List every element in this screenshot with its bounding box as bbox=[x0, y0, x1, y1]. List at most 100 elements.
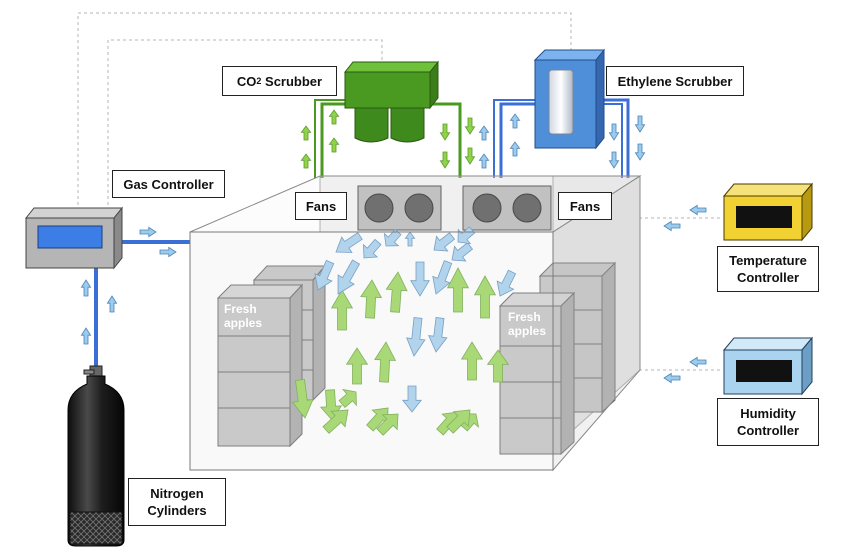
fan-icon bbox=[472, 193, 502, 223]
small-flow-arrow bbox=[80, 279, 92, 297]
co2-subscript: 2 bbox=[256, 75, 262, 86]
blue-airflow-arrow bbox=[496, 269, 517, 297]
green-airflow-arrow bbox=[486, 349, 510, 383]
gas-controller bbox=[24, 206, 124, 270]
blue-airflow-arrow bbox=[410, 261, 430, 297]
humidity-controller bbox=[722, 336, 814, 396]
green-airflow-arrow bbox=[366, 407, 389, 432]
small-flow-arrow bbox=[300, 125, 312, 141]
small-flow-arrow bbox=[509, 113, 521, 129]
nitrogen-cylinders-label: Nitrogen Cylinders bbox=[128, 478, 226, 526]
green-airflow-arrow bbox=[460, 341, 484, 381]
ethylene-scrubber bbox=[533, 48, 606, 150]
fans-left-label: Fans bbox=[295, 192, 347, 220]
small-flow-arrow bbox=[478, 125, 490, 141]
green-airflow-arrow bbox=[345, 347, 369, 385]
blue-airflow-arrow bbox=[457, 226, 476, 245]
fresh-right-line2: apples bbox=[508, 324, 547, 338]
green-airflow-arrow bbox=[374, 341, 397, 383]
small-flow-arrow bbox=[464, 117, 476, 135]
gas-controller-label: Gas Controller bbox=[112, 170, 225, 198]
nitrogen-line1: Nitrogen bbox=[150, 486, 204, 501]
blue-airflow-arrow bbox=[428, 317, 448, 353]
airflow-green-arrows bbox=[291, 267, 510, 436]
small-flow-arrow bbox=[439, 123, 451, 141]
small-flow-arrow bbox=[300, 153, 312, 169]
co2-scrubber bbox=[343, 60, 440, 143]
blue-airflow-arrow bbox=[383, 228, 402, 247]
fan-unit-right bbox=[462, 185, 552, 231]
fan-unit-left bbox=[357, 185, 442, 231]
co2-prefix: CO bbox=[236, 73, 257, 89]
small-flow-arrow bbox=[663, 372, 681, 384]
temperature-controller bbox=[722, 182, 814, 242]
temperature-controller-label: Temperature Controller bbox=[717, 246, 819, 292]
co2-suffix: Scrubber bbox=[261, 73, 323, 89]
eth-pipe-left bbox=[499, 102, 535, 178]
small-flow-arrow bbox=[328, 137, 340, 153]
small-flow-arrow bbox=[634, 115, 646, 133]
fan-icon bbox=[404, 193, 434, 223]
small-flow-arrow bbox=[439, 151, 451, 169]
small-flow-arrow bbox=[139, 226, 157, 238]
eth-pipe-left-b bbox=[493, 99, 535, 178]
small-flow-arrow bbox=[608, 123, 620, 141]
small-flow-arrow bbox=[464, 147, 476, 165]
small-flow-arrow bbox=[608, 151, 620, 169]
ethylene-scrubber-text: Ethylene Scrubber bbox=[617, 73, 733, 89]
small-flow-arrow bbox=[80, 327, 92, 345]
green-airflow-arrow bbox=[376, 413, 399, 436]
small-flow-arrow bbox=[663, 220, 681, 232]
eth-pipe-right-b bbox=[596, 103, 623, 178]
fresh-left-line1: Fresh bbox=[224, 302, 257, 316]
green-airflow-arrow bbox=[473, 275, 497, 319]
humidity-line1: Humidity bbox=[740, 406, 796, 421]
blue-airflow-arrow bbox=[335, 232, 363, 253]
wire-gas-to-co2 bbox=[107, 39, 383, 205]
fan-icon bbox=[364, 193, 394, 223]
gas-pipes bbox=[94, 98, 630, 372]
green-airflow-arrow bbox=[385, 271, 408, 313]
humidity-line2: Controller bbox=[736, 423, 800, 438]
apple-stack-right-front bbox=[498, 291, 576, 456]
wire-gas-to-ethylene bbox=[77, 12, 572, 205]
blue-airflow-arrow bbox=[433, 232, 456, 252]
blue-airflow-arrow bbox=[314, 259, 335, 291]
nitrogen-cylinder bbox=[67, 365, 125, 547]
fans-right-text: Fans bbox=[569, 198, 601, 214]
small-flow-arrow bbox=[689, 356, 707, 368]
green-airflow-arrow bbox=[446, 267, 470, 313]
small-flow-arrow bbox=[509, 141, 521, 157]
blue-airflow-arrow bbox=[362, 238, 382, 259]
control-wires bbox=[77, 12, 720, 371]
green-airflow-arrow bbox=[360, 279, 383, 319]
co2-pipe-left bbox=[320, 102, 345, 178]
co2-pipe-right bbox=[425, 102, 462, 178]
blue-airflow-arrow bbox=[401, 385, 423, 413]
small-flow-arrow bbox=[404, 231, 416, 247]
small-flow-arrow bbox=[106, 295, 118, 313]
small-flow-arrow bbox=[328, 109, 340, 125]
green-airflow-arrow bbox=[322, 409, 349, 434]
temperature-line2: Controller bbox=[736, 270, 800, 285]
fresh-left-line2: apples bbox=[224, 316, 263, 330]
fresh-right-line1: Fresh bbox=[508, 310, 541, 324]
blue-airflow-arrow bbox=[406, 317, 426, 357]
ethylene-scrubber-label: Ethylene Scrubber bbox=[606, 66, 744, 96]
blue-airflow-arrow bbox=[451, 242, 474, 262]
blue-airflow-arrow bbox=[432, 260, 453, 295]
airflow-blue-arrows bbox=[314, 226, 517, 413]
co2-pipe-left-b bbox=[314, 99, 345, 178]
blue-airflow-arrow bbox=[337, 259, 361, 295]
fresh-apples-left-label: Fresh apples bbox=[224, 302, 262, 330]
gas-controller-text: Gas Controller bbox=[123, 176, 214, 192]
apple-stack-left-front bbox=[216, 283, 304, 448]
fans-left-text: Fans bbox=[305, 198, 337, 214]
nitrogen-line2: Cylinders bbox=[147, 503, 207, 518]
small-flow-arrow bbox=[634, 143, 646, 161]
humidity-controller-label: Humidity Controller bbox=[717, 398, 819, 446]
green-airflow-arrow bbox=[330, 289, 354, 331]
small-flow-arrow bbox=[478, 153, 490, 169]
temperature-line1: Temperature bbox=[729, 253, 807, 268]
green-airflow-arrow bbox=[338, 388, 357, 408]
